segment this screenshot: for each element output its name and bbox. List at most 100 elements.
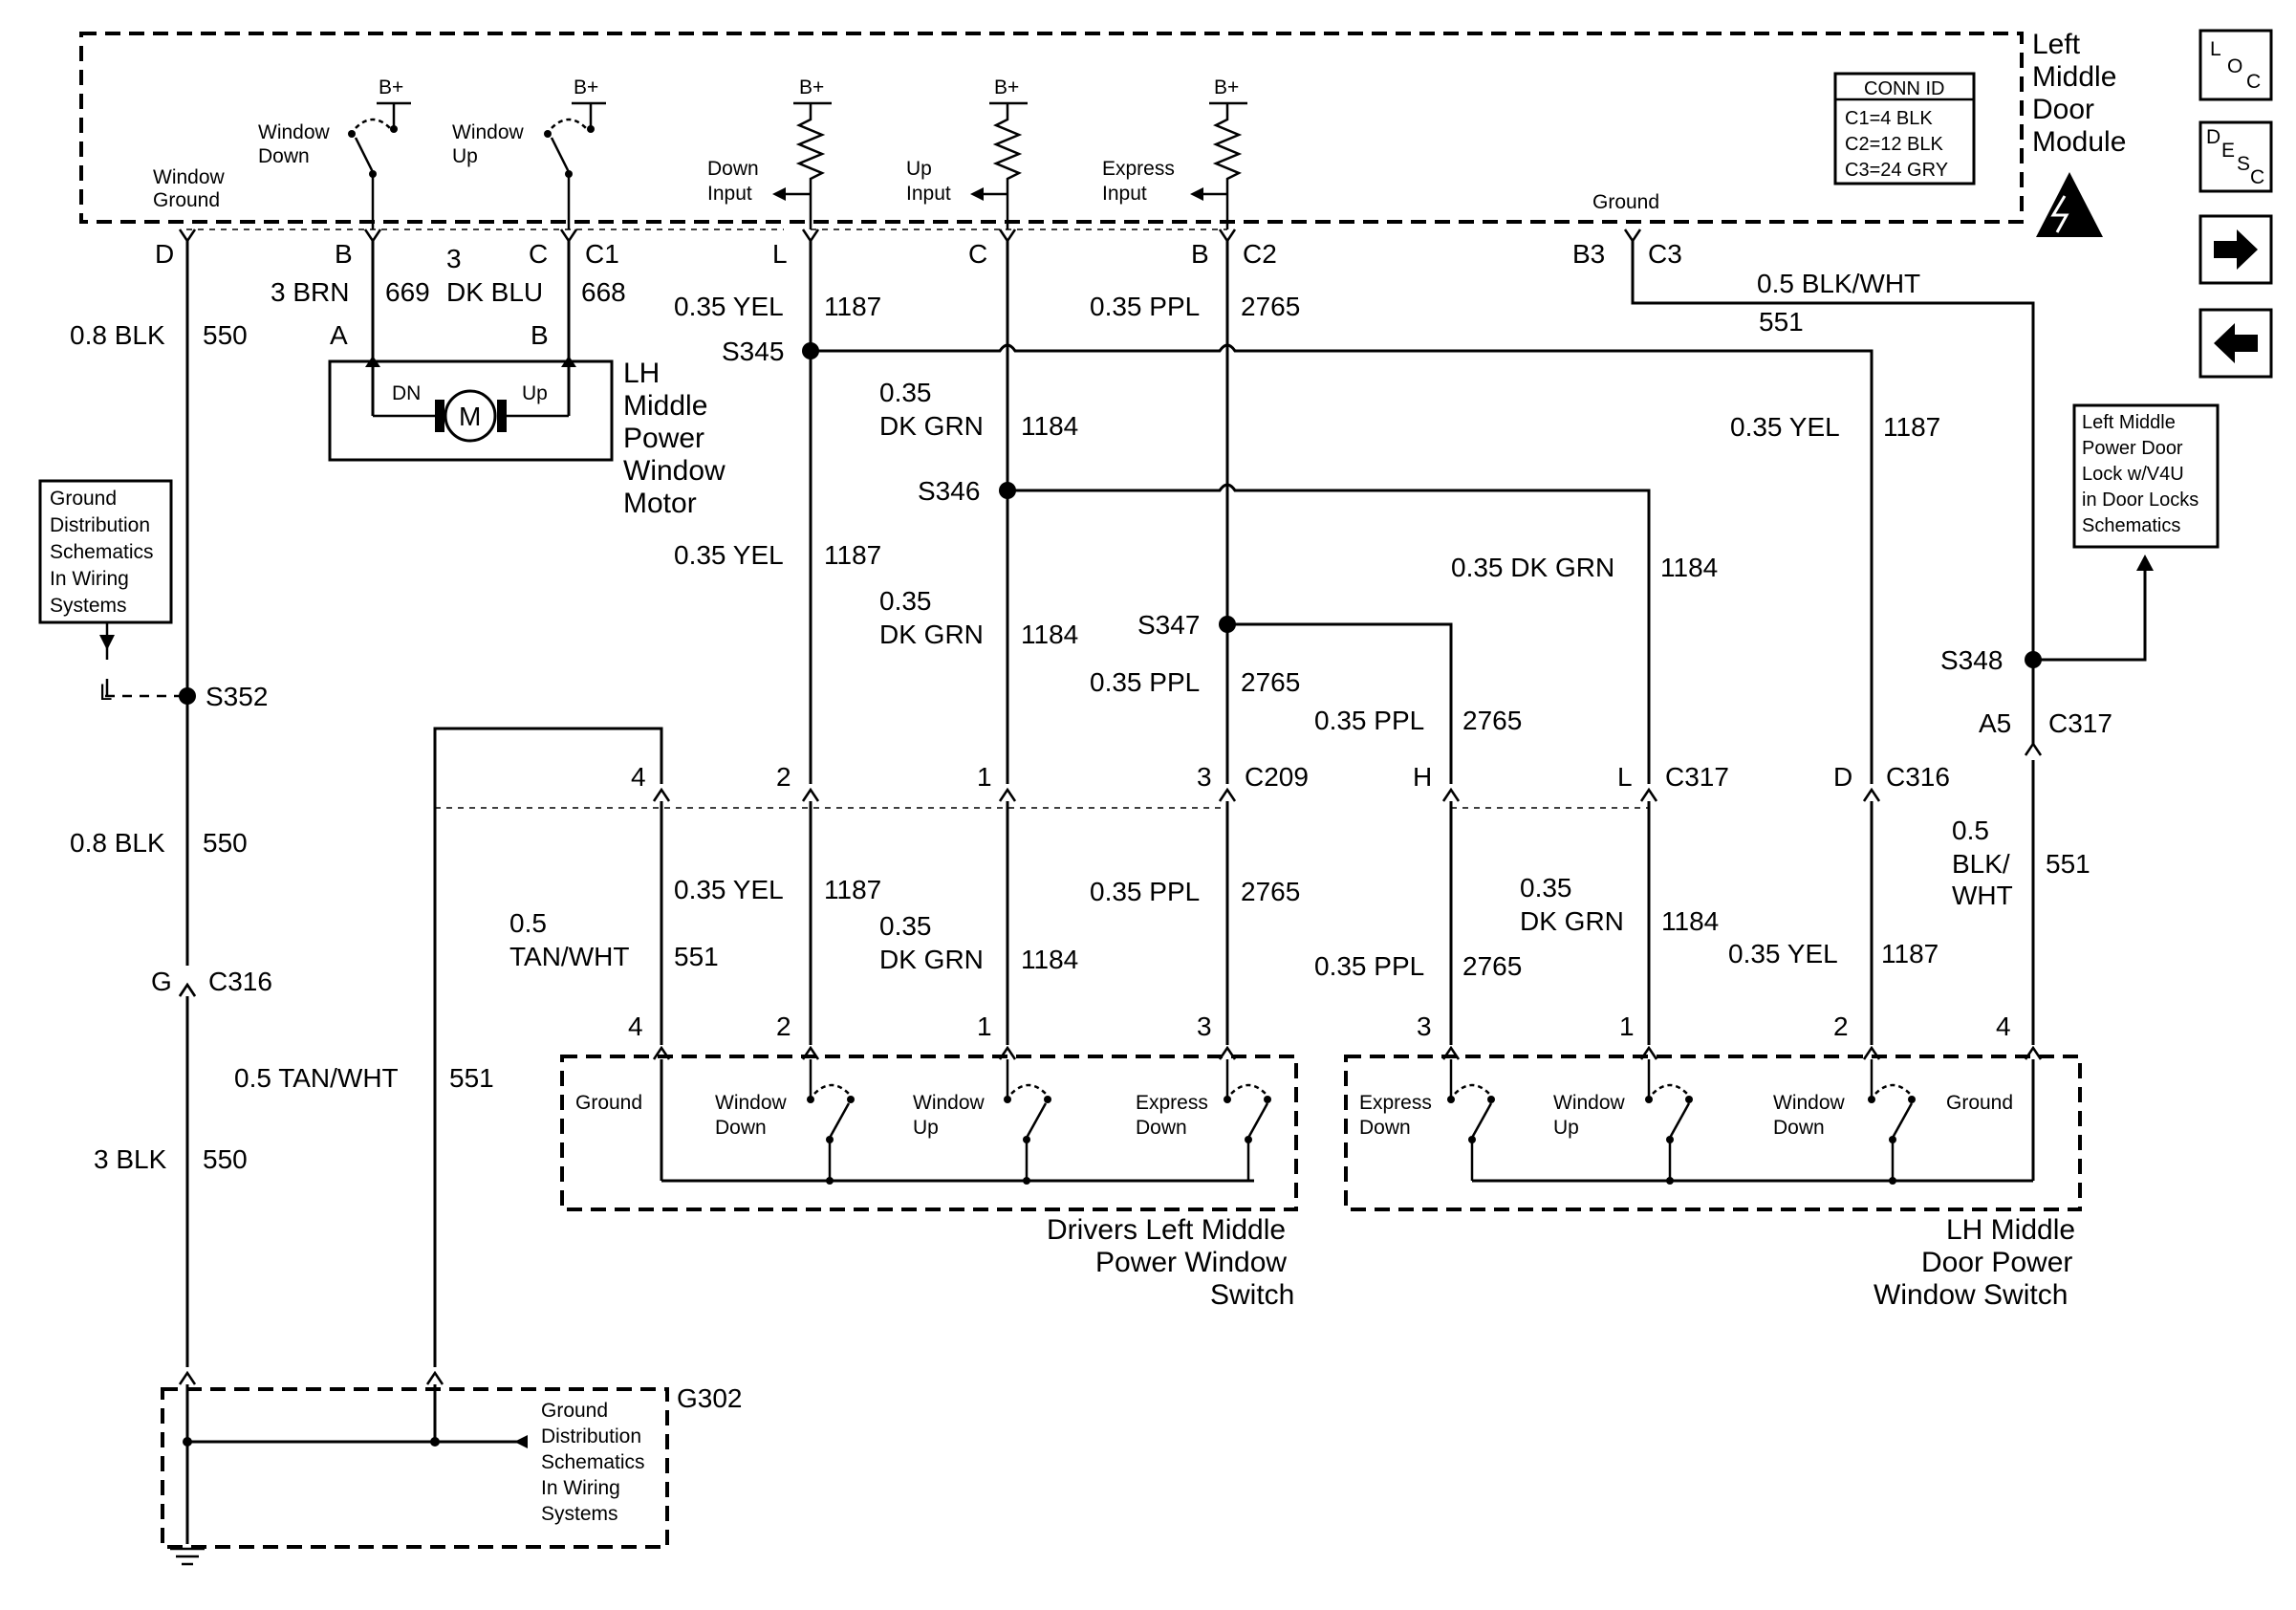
door-lock-ref[interactable]: Left Middle Power Door Lock w/V4U in Doo… — [2072, 403, 2220, 549]
label-wires-w1184-d-1: DK GRN — [879, 945, 984, 974]
label-modules-ground-ref-bottom-1: Distribution — [541, 1425, 641, 1447]
back-arrow-button[interactable] — [2199, 308, 2273, 379]
label-nav-loc-2: C — [2246, 71, 2261, 93]
label-connectors-motor-b: B — [531, 320, 549, 350]
label-wires-w2765-d-1: 2765 — [1241, 877, 1300, 906]
label-connectors-pin-l: L — [772, 239, 788, 269]
conn-id-table: CONN ID C1=4 BLK C2=12 BLK C3=24 GRY — [1833, 72, 1976, 185]
label-modules-lock-ref-4: Schematics — [2082, 515, 2180, 536]
label-modules-ground-ref-left-2: Schematics — [50, 541, 154, 563]
label-module-internals-window-down-0: Window — [258, 121, 331, 143]
label-modules-ground-ref-bottom-4: Systems — [541, 1503, 618, 1525]
desc-button[interactable]: D E S C — [2199, 120, 2273, 193]
label-wires-w1187-c-1: 1187 — [824, 875, 881, 904]
label-module-internals-window-up-1: Up — [452, 145, 478, 167]
label-connectors-motor-a: A — [330, 320, 348, 350]
label-connectors-sw1-4: 4 — [628, 1012, 643, 1041]
ppl-2765-wires: S347 0.35 PPL 2765 0.35 PPL 2765 0.35 PP… — [1090, 241, 1522, 1045]
label-modules-lh-switch-1: Door Power — [1921, 1247, 2072, 1278]
label-connectors-c317-a5: C317 — [2048, 708, 2112, 738]
label-wires-w1184-e-1: DK GRN — [1520, 906, 1624, 936]
label-connectors-c3: C3 — [1648, 239, 1682, 269]
label-conn-id-rows-1: C2=12 BLK — [1845, 134, 1944, 155]
label-wires-w551-tan-b-1: 551 — [449, 1063, 494, 1093]
label-conn-id-rows-0: C1=4 BLK — [1845, 108, 1933, 129]
label-modules-ground-ref-left-0: Ground — [50, 488, 117, 510]
label-module-internals-down-input-0: Down — [707, 158, 759, 180]
label-connectors-sw1-3: 3 — [1197, 1012, 1212, 1041]
label-wires-w1184-e-2: 1184 — [1661, 906, 1719, 936]
label-wires-motor-blu-1: DK BLU — [446, 277, 543, 307]
label-wires-w1184-c-1: 1184 — [1660, 553, 1718, 582]
dkgrn-1184-wires: S346 0.35 DK GRN 1184 0.35 DK GRN 1184 0… — [879, 241, 1719, 1045]
label-wires-motor-brn-1: 669 — [385, 277, 430, 307]
label-modules-lock-ref-3: in Door Locks — [2082, 490, 2199, 511]
label-modules-lock-ref-0: Left Middle — [2082, 412, 2176, 433]
label-connectors-sw1-1: 1 — [977, 1012, 992, 1041]
loc-button[interactable]: L O C — [2199, 29, 2273, 101]
label-modules-door-module-2: Door — [2032, 94, 2094, 125]
label-connectors-c316-d: D — [1833, 762, 1852, 792]
motor-wire-labels: 3 BRN 669 3 DK BLU 668 — [271, 244, 626, 307]
label-splices-s346: S346 — [918, 476, 980, 506]
label-wires-motor-brn-0: 3 BRN — [271, 277, 349, 307]
label-wires-w1187-b-1: 1187 — [824, 540, 881, 570]
label-module-internals-up-input-0: Up — [906, 158, 932, 180]
label-wires-w1184-a-0: 0.35 — [879, 378, 932, 407]
label-splices-s352: S352 — [206, 682, 268, 711]
label-switches-sw1-ground: Ground — [575, 1092, 642, 1114]
label-nav-loc-1: O — [2227, 55, 2242, 77]
label-wires-w2765-e-0: 0.35 PPL — [1314, 951, 1424, 981]
label-switches-sw2-ground: Ground — [1946, 1092, 2013, 1114]
label-modules-drivers-switch-2: Switch — [1210, 1279, 1294, 1311]
esd-warning-icon — [2036, 172, 2103, 237]
label-nav-loc-0: L — [2210, 38, 2221, 60]
tan-wht-551-wire: 4 0.5 TAN/WHT 551 0.5 TAN/WHT 551 — [234, 727, 719, 1367]
label-modules-ground-ref-bottom-0: Ground — [541, 1400, 608, 1422]
ground-distribution-ref-left[interactable]: Ground Distribution Schematics In Wiring… — [38, 479, 173, 660]
label-modules-motor-4: Motor — [623, 488, 697, 519]
label-connectors-loc-l: L — [99, 680, 112, 706]
label-switches-sw2-ed-0: Express — [1359, 1092, 1432, 1114]
drivers-switch-box — [560, 1055, 1298, 1211]
label-modules-lock-ref-2: Lock w/V4U — [2082, 464, 2184, 485]
label-connectors-pin-d: D — [155, 239, 174, 269]
label-connectors-pin-c2c: C — [968, 239, 987, 269]
label-connectors-c1: C1 — [585, 239, 619, 269]
label-connectors-c209-4: 4 — [631, 762, 646, 792]
label-modules-lh-switch-0: LH Middle — [1946, 1214, 2075, 1246]
label-wires-w2765-c-1: 2765 — [1462, 706, 1522, 735]
label-switches-sw2-wu-0: Window — [1553, 1092, 1626, 1114]
label-module-internals-b-plus: B+ — [574, 76, 598, 98]
label-wires-w1187-e-1: 1187 — [1881, 939, 1939, 968]
door-module-box — [79, 32, 2024, 224]
ground-g302: G302 Ground Distribution Schematics In W… — [170, 1370, 743, 1566]
label-wires-w2765-c-0: 0.35 PPL — [1314, 706, 1424, 735]
label-wires-w551-tan-a-2: 551 — [674, 942, 719, 971]
label-connectors-sw2-4: 4 — [1996, 1012, 2011, 1041]
label-wires-w551-blk-b-3: 551 — [2046, 849, 2090, 879]
label-modules-ground-ref-bottom-3: In Wiring — [541, 1477, 620, 1499]
drivers-power-window-switch: 4 2 1 3 Ground Window Down Window Up Exp… — [575, 1012, 1294, 1311]
label-splices-s345: S345 — [722, 337, 784, 366]
label-modules-ground-ref-left-3: In Wiring — [50, 568, 129, 590]
label-conn-id-title: CONN ID — [1864, 78, 1944, 99]
label-switches-sw2-wu-1: Up — [1553, 1117, 1579, 1139]
yel-1187-wires: S345 0.35 YEL 1187 0.35 YEL 1187 0.35 YE… — [674, 241, 1940, 1045]
label-module-internals-ground: Ground — [1592, 191, 1659, 213]
motor-icon — [444, 389, 497, 443]
label-wires-w1187-c-0: 0.35 YEL — [674, 875, 784, 904]
label-module-internals-window-ground-0: Window — [153, 166, 226, 188]
label-switches-sw2-ed-1: Down — [1359, 1117, 1411, 1139]
label-connectors-c316: C316 — [1886, 762, 1950, 792]
label-connectors-c317-a5pin: A5 — [1979, 708, 2011, 738]
label-wires-w2765-d-0: 0.35 PPL — [1090, 877, 1200, 906]
forward-arrow-button[interactable] — [2199, 214, 2273, 285]
label-connectors-c317-h: H — [1413, 762, 1432, 792]
label-nav-desc-1: E — [2221, 140, 2235, 162]
label-modules-ground-ref-left-4: Systems — [50, 595, 127, 617]
window-motor: A B M DN Up LH Middle Power Window Motor — [328, 241, 726, 519]
label-modules-door-module-0: Left — [2032, 29, 2081, 60]
label-wires-w551-tan-a-1: TAN/WHT — [509, 942, 629, 971]
